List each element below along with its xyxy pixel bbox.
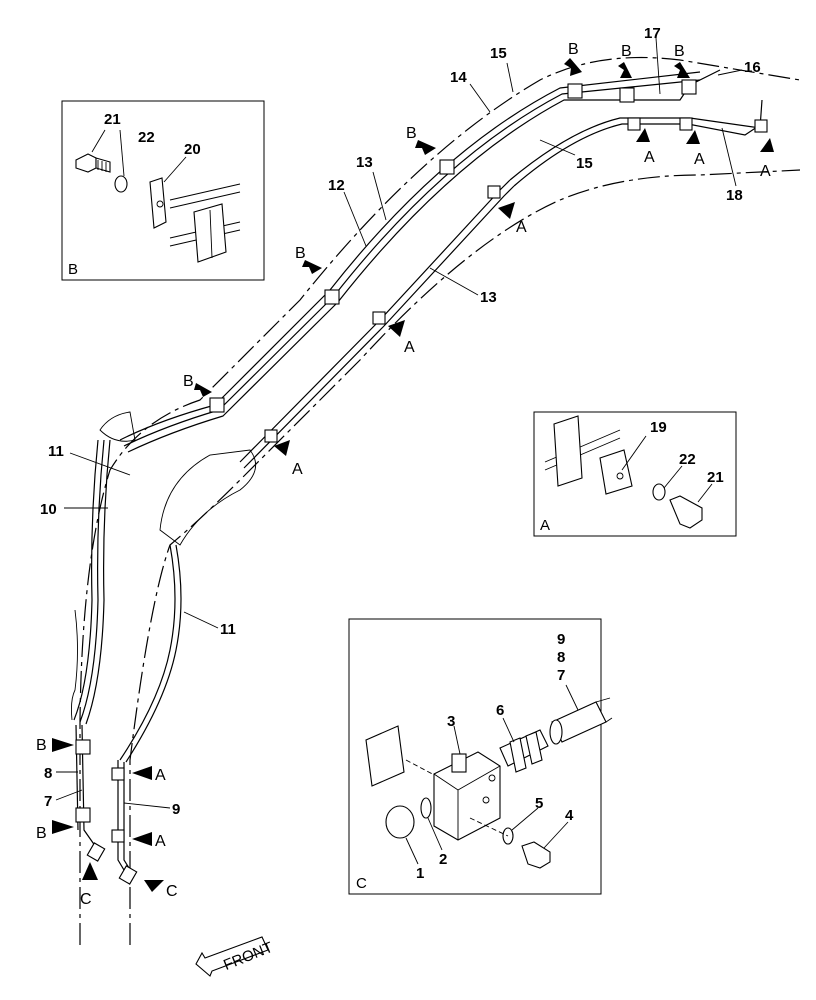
callout-3: 3 — [447, 713, 455, 730]
callout-17: 17 — [644, 25, 661, 42]
callout-5: 5 — [535, 795, 543, 812]
callout-14: 14 — [450, 69, 467, 86]
view-letter-b: B — [621, 43, 632, 60]
view-letter-a: A — [292, 461, 303, 478]
view-arrow-b — [194, 383, 212, 397]
callout-22a: 22 — [679, 451, 696, 468]
view-arrow-b — [302, 260, 322, 274]
callout-11a: 11 — [48, 443, 64, 460]
detail-box-a — [533, 411, 737, 537]
view-arrow-c — [144, 880, 164, 892]
view-arrow-b — [564, 58, 582, 76]
detail-c-title: C — [356, 875, 367, 892]
view-letter-a: A — [694, 151, 705, 168]
callout-4: 4 — [565, 807, 574, 824]
detail-b-title: B — [68, 261, 78, 278]
callout-9: 9 — [172, 801, 180, 818]
view-letter-b: B — [568, 41, 579, 58]
callout-21a: 21 — [707, 469, 724, 486]
view-arrow-a — [498, 202, 515, 219]
callout-9c: 9 — [557, 631, 565, 648]
view-arrow-a — [132, 832, 152, 846]
view-arrow-b — [52, 738, 74, 752]
detail-a-title: A — [540, 517, 550, 534]
view-letter-a: A — [155, 833, 166, 850]
view-letter-a: A — [760, 163, 771, 180]
clamp-markers — [75, 79, 768, 885]
callout-11b: 11 — [220, 621, 236, 638]
callout-1: 1 — [416, 865, 424, 882]
callout-12: 12 — [328, 177, 345, 194]
view-arrow-b — [674, 62, 690, 78]
view-letter-c: C — [166, 883, 178, 900]
view-letter-a: A — [516, 219, 527, 236]
view-letter-b: B — [295, 245, 306, 262]
view-letters: B B B B B B B B A A A A A A A A C C B A … — [36, 41, 771, 908]
view-arrow-a — [760, 138, 774, 152]
detail-box-b — [61, 100, 265, 281]
callout-13b: 13 — [480, 289, 497, 306]
view-arrow-b — [52, 820, 74, 834]
callout-21b: 21 — [104, 111, 121, 128]
leader-lines — [55, 37, 743, 809]
callout-8: 8 — [44, 765, 52, 782]
view-letter-c: C — [80, 891, 92, 908]
view-arrows — [52, 58, 774, 892]
view-letter-b: B — [406, 125, 417, 142]
callout-13a: 13 — [356, 154, 373, 171]
view-letter-a: A — [404, 339, 415, 356]
callout-labels: 1 2 3 4 5 6 9 8 7 7 8 9 10 11 11 12 13 1… — [40, 25, 761, 882]
view-arrow-b — [415, 140, 436, 155]
callout-20: 20 — [184, 141, 201, 158]
callout-7: 7 — [44, 793, 52, 810]
callout-22b: 22 — [138, 129, 155, 146]
view-arrow-c — [82, 862, 98, 880]
view-letter-b: B — [36, 737, 47, 754]
callout-19: 19 — [650, 419, 667, 436]
callout-8c: 8 — [557, 649, 565, 666]
callout-7c: 7 — [557, 667, 565, 684]
view-letter-b: B — [36, 825, 47, 842]
callout-10: 10 — [40, 501, 57, 518]
view-letter-b: B — [183, 373, 194, 390]
callout-6: 6 — [496, 702, 504, 719]
view-letter-a: A — [155, 767, 166, 784]
view-arrow-a — [388, 320, 405, 337]
view-arrow-b — [618, 62, 632, 78]
view-letter-a: A — [644, 149, 655, 166]
callout-15a: 15 — [490, 45, 507, 62]
callout-15b: 15 — [576, 155, 593, 172]
pipe-bundle-lower — [73, 439, 182, 881]
view-arrow-a — [686, 130, 700, 144]
callout-16: 16 — [744, 59, 761, 76]
view-arrow-a — [132, 766, 152, 780]
view-letter-b: B — [674, 43, 685, 60]
callout-2: 2 — [439, 851, 447, 868]
view-arrow-a — [636, 128, 650, 142]
front-direction-marker: FRONT — [195, 936, 275, 977]
callout-18: 18 — [726, 187, 743, 204]
detail-box-c — [348, 618, 613, 895]
view-arrow-a — [274, 440, 290, 456]
